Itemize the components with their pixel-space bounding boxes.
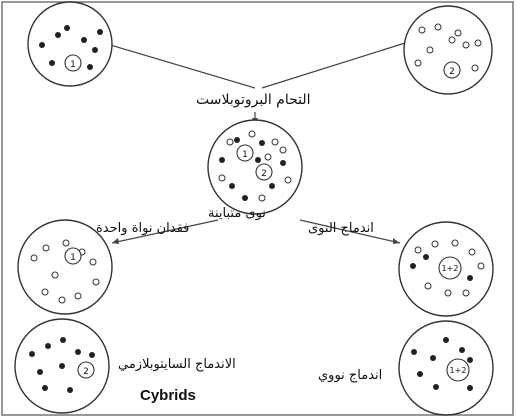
cybrid-intermediate-cell: 1	[17, 219, 113, 315]
nucleus-2	[255, 163, 273, 181]
nucleus-label: 2	[449, 67, 455, 77]
nucleus-label: 2	[83, 367, 89, 377]
label-loss-of-nucleus: فقدان نواة واحدة	[96, 221, 190, 236]
nucleus-1	[64, 247, 82, 265]
nucleus-2	[77, 361, 95, 379]
fused-nucleus	[446, 358, 470, 382]
parent-cell-a: 1	[27, 1, 113, 87]
label-heterokaryon: نوى متباينة	[208, 206, 266, 221]
nucleus-label: 1	[70, 253, 76, 263]
hybrid-cell: 1+2	[398, 320, 494, 416]
label-cybrids: Cybrids	[140, 387, 196, 404]
nucleus-label: 1	[70, 60, 76, 70]
label-nuclear-hybrid: اندماج نووي	[318, 368, 383, 383]
hybrid-intermediate-cell: 1+2	[398, 221, 494, 317]
parent-cell-b: 2	[403, 5, 493, 95]
label-nuclear-fusion: اندماج النوى	[308, 221, 374, 236]
nucleus-label: 2	[261, 169, 267, 179]
nucleus-label: 1+2	[442, 264, 459, 273]
nucleus-label: 1	[242, 150, 248, 160]
heterokaryon-cell: 1 2	[207, 119, 303, 215]
label-cytoplasmic-fusion: الاندماج السايتوبلازمي	[118, 357, 236, 372]
fused-nucleus	[438, 256, 462, 280]
nucleus-1	[64, 54, 82, 72]
arrow-to-hybrid-path	[299, 219, 401, 244]
arrow-to-cybrid-path	[111, 219, 219, 244]
cybrid-cell: 2	[14, 318, 110, 414]
nucleus-label: 1+2	[450, 366, 467, 375]
nucleus-1	[236, 144, 254, 162]
label-protoplast-fusion: التحام البروتوبلاست	[196, 92, 311, 108]
nucleus-2	[443, 61, 461, 79]
